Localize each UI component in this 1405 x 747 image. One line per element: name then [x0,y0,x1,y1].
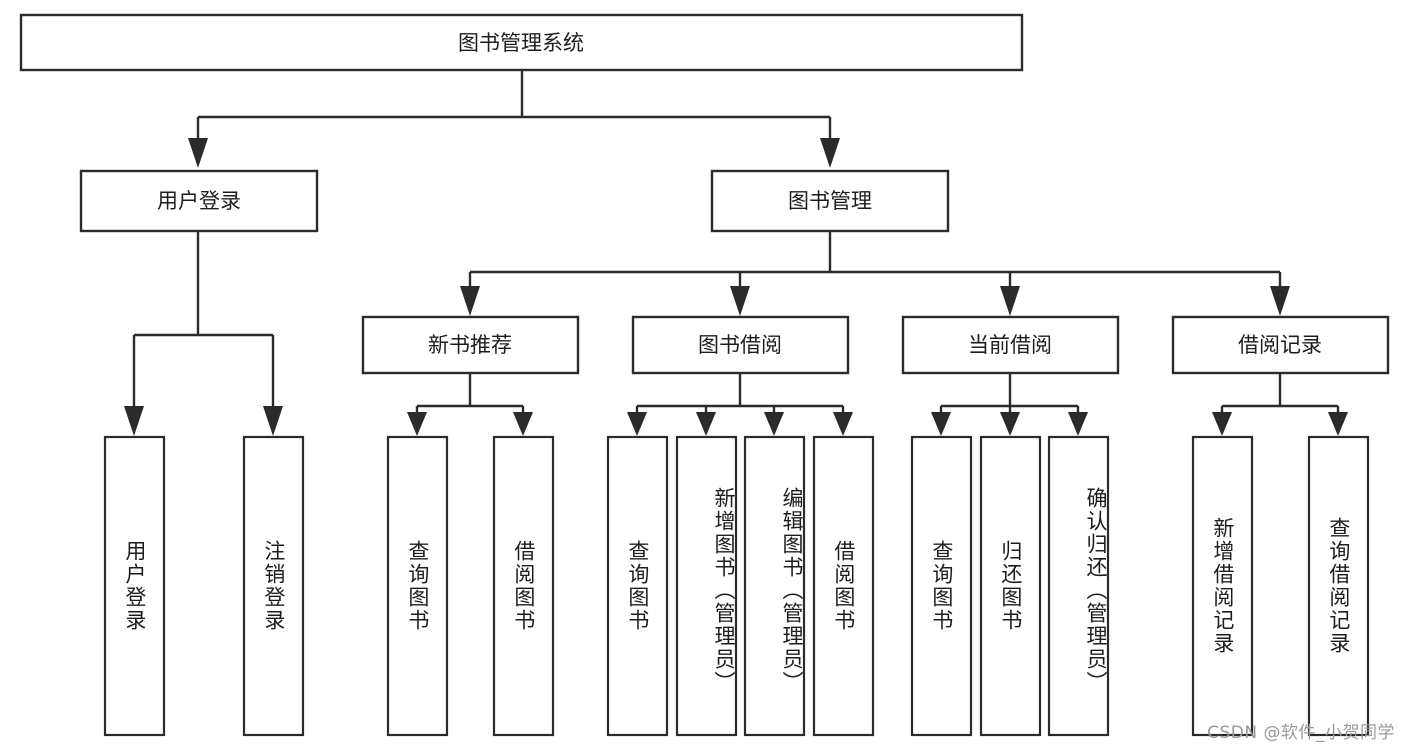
arrow-head-icon [1212,412,1232,436]
connector-group-root-to-level2 [188,70,840,168]
arrow-head-icon [263,406,283,436]
leaf-box-book-borrow-3[interactable] [743,435,806,737]
arrow-head-icon [696,412,716,436]
arrow-head-icon [730,286,750,316]
node-current-borrow[interactable]: 当前借阅 [901,315,1120,375]
node-borrow-record-label: 借阅记录 [1238,333,1322,357]
node-user-login-label: 用户登录 [157,189,241,213]
node-book-manage-box[interactable] [710,169,950,233]
leaf-box-book-borrow-1[interactable] [606,435,669,737]
arrow-head-icon [1068,412,1088,436]
arrow-head-icon [1000,412,1020,436]
node-current-borrow-box[interactable] [901,315,1120,375]
arrow-head-icon [1270,286,1290,316]
leaf-box-book-borrow-2[interactable] [675,435,738,737]
leaf-box-user-login-2[interactable] [242,435,305,737]
node-user-login-box[interactable] [79,169,319,233]
arrow-head-icon [124,406,144,436]
arrow-head-icon [764,412,784,436]
arrow-head-icon [833,412,853,436]
connector-group-new-book-to-leaves [407,374,533,436]
node-book-manage[interactable]: 图书管理 [710,169,950,233]
arrow-head-icon [407,412,427,436]
arrow-head-icon [188,138,208,168]
connector-group-current-borrow-to-leaves [931,374,1088,436]
node-book-borrow-box[interactable] [631,315,850,375]
node-new-book-recommend-box[interactable] [361,315,580,375]
node-borrow-record-box[interactable] [1171,315,1390,375]
leaf-box-current-borrow-1[interactable] [910,435,973,737]
arrow-head-icon [460,286,480,316]
connector-group-book-manage-to-level3 [460,232,1290,316]
leaf-box-current-borrow-2[interactable] [979,435,1042,737]
leaf-box-borrow-record-1[interactable] [1191,435,1254,737]
connector-group-user-login-to-leaves [124,232,283,436]
arrow-head-icon [513,412,533,436]
leaf-box-borrow-record-2[interactable] [1307,435,1370,737]
connector-group-borrow-record-to-leaves [1212,374,1348,436]
node-book-manage-label: 图书管理 [788,189,872,213]
node-new-book-recommend-label: 新书推荐 [428,333,512,357]
leaf-box-new-book-2[interactable] [492,435,555,737]
node-current-borrow-label: 当前借阅 [968,333,1052,357]
connector-group-book-borrow-to-leaves [627,374,853,436]
arrow-head-icon [931,412,951,436]
node-root[interactable]: 图书管理系统 [19,13,1024,72]
leaf-box-book-borrow-4[interactable] [812,435,875,737]
leaf-box-new-book-1[interactable] [386,435,449,737]
node-root-label: 图书管理系统 [458,31,584,55]
arrow-head-icon [820,138,840,168]
arrow-head-icon [627,412,647,436]
csdn-watermark: CSDN @软件_小贺同学 [1207,723,1395,743]
node-book-borrow[interactable]: 图书借阅 [631,315,850,375]
node-user-login[interactable]: 用户登录 [79,169,319,233]
arrow-head-icon [1000,286,1020,316]
leaf-box-user-login-1[interactable] [103,435,166,737]
node-new-book-recommend[interactable]: 新书推荐 [361,315,580,375]
leaf-box-current-borrow-3[interactable] [1047,435,1110,737]
node-root-box[interactable] [19,13,1024,72]
arrow-head-icon [1328,412,1348,436]
node-book-borrow-label: 图书借阅 [698,333,782,357]
node-borrow-record[interactable]: 借阅记录 [1171,315,1390,375]
